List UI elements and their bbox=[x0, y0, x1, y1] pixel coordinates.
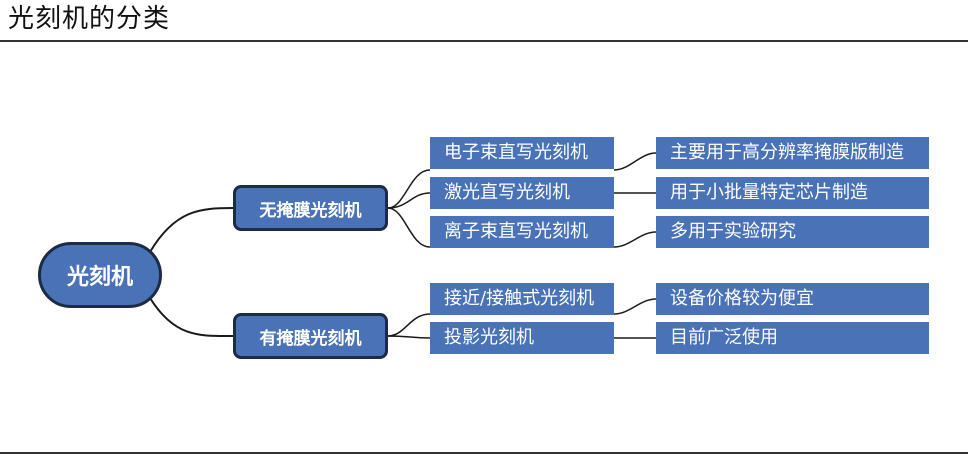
bottom-divider bbox=[0, 452, 968, 454]
description-box: 多用于实验研究 bbox=[656, 216, 929, 248]
leaf-node: 接近/接触式光刻机 bbox=[430, 283, 614, 315]
root-node: 光刻机 bbox=[38, 242, 162, 308]
page-title: 光刻机的分类 bbox=[8, 4, 171, 34]
leaf-node: 离子束直写光刻机 bbox=[430, 216, 614, 248]
connector-leaf-desc-0 bbox=[613, 152, 657, 171]
branch-node-masked: 有掩膜光刻机 bbox=[233, 313, 388, 359]
leaf-node: 投影光刻机 bbox=[430, 322, 614, 354]
description-box: 目前广泛使用 bbox=[656, 322, 929, 354]
leaf-node: 电子束直写光刻机 bbox=[430, 137, 614, 169]
connector-branch-1-leaf-2 bbox=[387, 207, 431, 248]
connector-branch-2-leaf-4 bbox=[387, 335, 431, 339]
description-box: 主要用于高分辨率掩膜版制造 bbox=[656, 137, 929, 169]
connector-leaf-desc-2 bbox=[613, 231, 657, 248]
connector-branch-2-leaf-3 bbox=[387, 313, 431, 337]
connector-root-branch-2 bbox=[149, 297, 234, 338]
connector-leaf-desc-3 bbox=[613, 298, 657, 315]
connector-root-branch-1 bbox=[149, 207, 234, 253]
description-box: 用于小批量特定芯片制造 bbox=[656, 177, 929, 209]
top-divider bbox=[0, 40, 968, 42]
description-box: 设备价格较为便宜 bbox=[656, 283, 929, 315]
leaf-node: 激光直写光刻机 bbox=[430, 177, 614, 209]
connector-branch-1-leaf-1 bbox=[387, 192, 431, 209]
connector-branch-1-leaf-0 bbox=[387, 169, 431, 209]
branch-node-maskless: 无掩膜光刻机 bbox=[233, 185, 388, 231]
